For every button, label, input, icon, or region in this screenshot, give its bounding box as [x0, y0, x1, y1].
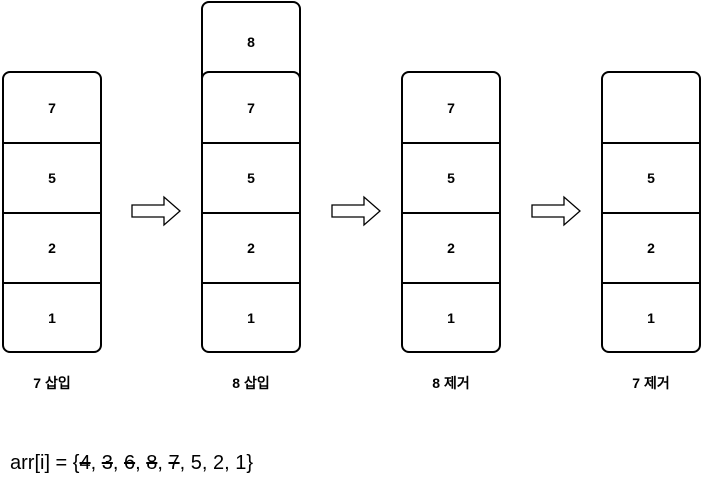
stack-1-cell-2: 5 [48, 170, 56, 186]
formula-item: 8 [146, 452, 158, 474]
formula-item: 4 [79, 452, 91, 474]
stack-1-cell-4: 1 [48, 310, 56, 326]
stack-1: 7 5 2 1 [2, 71, 102, 353]
formula-separator: , [112, 452, 124, 474]
formula-item: 5 [190, 452, 202, 474]
stack-2: 7 5 2 1 [201, 71, 301, 353]
stack-2-top-cell: 8 [247, 34, 255, 50]
divider [603, 212, 699, 214]
stack-3-cell-1: 7 [447, 100, 455, 116]
formula-item: 1 [235, 452, 247, 474]
stack-4-caption: 7 제거 [632, 375, 670, 391]
divider [203, 142, 299, 144]
stack-3-caption: 8 제거 [432, 375, 470, 391]
right-arrow-icon [531, 195, 581, 227]
stack-4-cell-1 [603, 73, 699, 143]
formula-separator: , [201, 452, 213, 474]
stack-4-cell-3: 2 [647, 240, 655, 256]
formula-separator: , [90, 452, 102, 474]
divider [603, 142, 699, 144]
right-arrow-icon [331, 195, 381, 227]
stack-4-cell-2: 5 [647, 170, 655, 186]
formula-separator: , [157, 452, 169, 474]
stack-3-cell-3: 2 [447, 240, 455, 256]
stack-1-caption: 7 삽입 [33, 375, 71, 391]
stack-3-cell-4: 1 [447, 310, 455, 326]
divider [4, 212, 100, 214]
stack-1-cell-3: 2 [48, 240, 56, 256]
formula-suffix: } [246, 452, 254, 474]
divider [403, 282, 499, 284]
formula-item: 2 [212, 452, 225, 474]
divider [203, 282, 299, 284]
formula-item: 3 [101, 452, 113, 474]
divider [403, 142, 499, 144]
array-formula: arr[i] = {4, 3, 6, 8, 7, 5, 2, 1} [10, 452, 253, 475]
divider [203, 212, 299, 214]
right-arrow-icon [131, 195, 181, 227]
formula-separator: , [135, 452, 147, 474]
stack-4-cell-4: 1 [647, 310, 655, 326]
divider [4, 142, 100, 144]
formula-separator: , [224, 452, 236, 474]
stack-2-cell-1: 7 [247, 100, 255, 116]
stack-2-caption: 8 삽입 [232, 375, 270, 391]
stack-3-cell-2: 5 [447, 170, 455, 186]
stack-2-cell-4: 1 [247, 310, 255, 326]
stack-3: 7 5 2 1 [401, 71, 501, 353]
formula-item: 7 [168, 452, 180, 474]
divider [4, 282, 100, 284]
divider [403, 212, 499, 214]
formula-item: 6 [123, 452, 136, 474]
stack-1-cell-1: 7 [48, 100, 56, 116]
stack-2-cell-3: 2 [247, 240, 255, 256]
stack-4: 5 2 1 [601, 71, 701, 353]
stack-2-cell-2: 5 [247, 170, 255, 186]
formula-prefix: arr[i] = { [10, 452, 80, 474]
divider [603, 282, 699, 284]
formula-separator: , [179, 452, 191, 474]
